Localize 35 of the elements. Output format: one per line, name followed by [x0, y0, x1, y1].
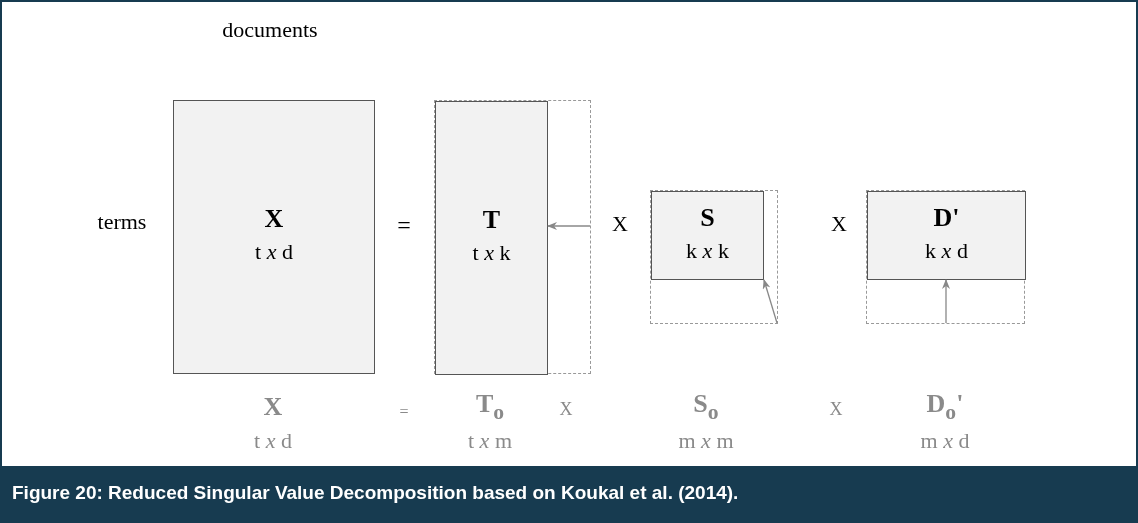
matrix-name: X — [264, 204, 284, 234]
dashed-matrix-outline — [434, 100, 591, 374]
dimension-label: k x k — [686, 238, 729, 264]
dimension-label: t x k — [472, 240, 511, 266]
operator-symbol: = — [399, 403, 409, 421]
matrix-box — [435, 101, 548, 375]
matrix-name: D' — [933, 203, 960, 233]
dashed-matrix-outline — [866, 190, 1025, 324]
dimension-label: k x d — [925, 238, 968, 264]
matrix-box — [867, 191, 1026, 280]
matrix-box — [173, 100, 375, 374]
matrix-name: T$_{o}$ — [475, 389, 505, 425]
operator-symbol: X — [612, 211, 628, 237]
matrix-name: S — [700, 203, 715, 233]
dashed-matrix-outline — [650, 190, 778, 324]
operator-symbol: = — [397, 211, 411, 239]
arrow — [762, 279, 778, 324]
operator-symbol: X — [831, 211, 847, 237]
operator-symbol: X — [559, 398, 573, 420]
dimension-label: m x m — [678, 428, 734, 454]
dimension-label: t x d — [255, 239, 293, 265]
dimension-label: m x d — [920, 428, 970, 454]
matrix-name: D$_{o}$' — [926, 389, 964, 425]
arrow — [547, 222, 591, 230]
row-label: terms — [97, 209, 147, 235]
operator-symbol: X — [829, 398, 843, 420]
dimension-label: t x m — [468, 428, 512, 454]
matrix-name: S$_{o}$ — [693, 389, 719, 425]
matrix-name: X — [263, 392, 283, 422]
caption: Figure 20: Reduced Singular Value Decomposition based on Koukal et al. (2014). — [12, 482, 739, 504]
matrix-box — [651, 191, 764, 280]
dimension-label: t x d — [254, 428, 292, 454]
matrix-name: T — [482, 205, 501, 235]
arrow — [942, 279, 950, 324]
column-label: documents — [222, 17, 318, 43]
